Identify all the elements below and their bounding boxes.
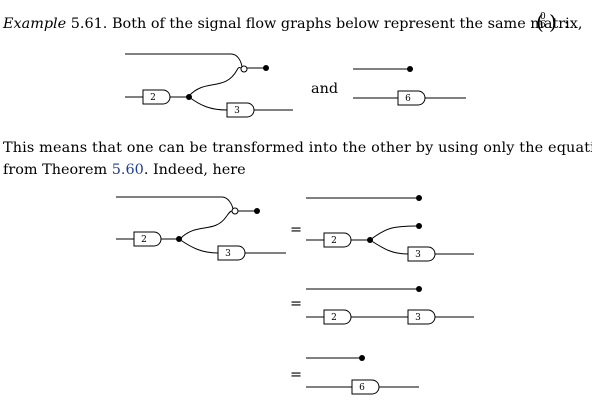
wire-curve — [188, 67, 242, 97]
colon: : — [564, 16, 569, 32]
wire-curve — [230, 53, 243, 68]
gate-6-label: 6 — [359, 383, 365, 393]
wire-curve — [178, 238, 219, 254]
gate-2 — [323, 309, 352, 325]
gate-2 — [323, 232, 352, 248]
gate-3 — [217, 245, 246, 261]
matrix-column: ( 0 6 ) — [536, 10, 557, 34]
gate-3-label: 3 — [234, 106, 240, 116]
diagram-a: 2 3 — [125, 53, 293, 118]
gate-3-label: 3 — [415, 313, 421, 323]
diagram-f: 6 — [306, 355, 419, 395]
gate-2-label: 2 — [141, 235, 147, 245]
discard-node — [416, 286, 422, 292]
theorem-link[interactable]: 5.60 — [111, 162, 144, 178]
example-text: Both of the signal flow graphs below rep… — [111, 16, 583, 32]
wire-curve — [369, 239, 409, 255]
discard-node — [254, 208, 260, 214]
gate-3-label: 3 — [225, 249, 231, 259]
diagram-e: 2 3 — [306, 286, 474, 325]
diagram-c: 2 3 — [116, 196, 286, 261]
gate-2 — [133, 231, 162, 247]
matrix-bottom: 6 — [540, 20, 546, 30]
diagram-b: 6 — [353, 66, 466, 106]
diagram-d: 2 3 — [306, 195, 474, 262]
gate-3 — [407, 309, 436, 325]
discard-node — [416, 195, 422, 201]
gate-6 — [351, 379, 380, 395]
gate-2-label: 2 — [331, 313, 337, 323]
wire-curve — [188, 96, 228, 111]
wire-curve — [369, 225, 419, 241]
gate-3 — [226, 102, 255, 118]
discard-node — [407, 66, 413, 72]
example-label: Example — [3, 16, 67, 32]
equals-sign-2: = — [290, 296, 303, 312]
gate-6 — [397, 90, 426, 106]
equals-sign-1: = — [290, 222, 303, 238]
example-number: 5.61. — [70, 16, 108, 32]
gate-3-label: 3 — [415, 250, 421, 260]
gate-2-label: 2 — [331, 236, 337, 246]
gate-2 — [142, 89, 171, 105]
matrix-top: 0 — [540, 12, 546, 22]
cocopy-node — [231, 207, 239, 215]
gate-2-label: 2 — [150, 93, 156, 103]
discard-node — [359, 355, 365, 361]
and-label: and — [311, 81, 339, 97]
wire-curve — [179, 210, 233, 240]
paragraph-line-1: This means that one can be transformed i… — [3, 140, 592, 156]
wire-curve — [221, 196, 234, 210]
discard-node — [416, 223, 422, 229]
equals-sign-3: = — [290, 367, 303, 383]
discard-node — [263, 65, 269, 71]
gate-3 — [407, 246, 436, 262]
example-line: Example 5.61. Both of the signal flow gr… — [3, 14, 582, 34]
gate-6-label: 6 — [405, 94, 411, 104]
paragraph-line-2: from Theorem 5.60. Indeed, here — [3, 162, 246, 178]
cocopy-node — [240, 65, 248, 73]
